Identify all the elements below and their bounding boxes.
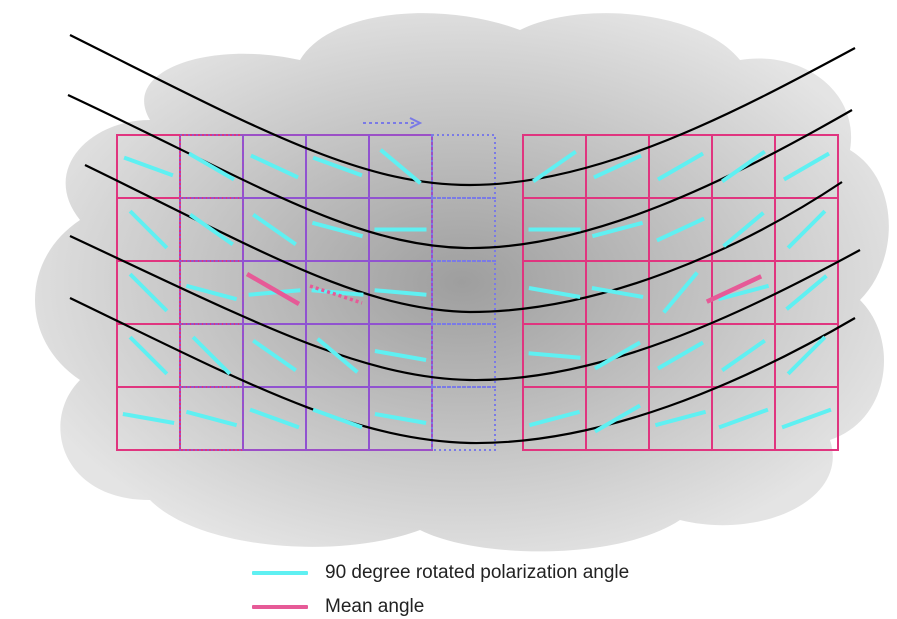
- right-polarization-vector: [785, 274, 828, 311]
- right-polarization-vector: [782, 151, 831, 182]
- left-polarization-vector: [128, 209, 169, 250]
- left-polarization-vector: [122, 412, 175, 425]
- mean-swatch: [252, 605, 308, 609]
- left-polarization-vector: [185, 283, 238, 302]
- right-polarization-vector: [654, 409, 707, 428]
- shifted-window-cell: [431, 197, 496, 262]
- left-polarization-vector: [374, 349, 427, 362]
- right-polarization-vector: [722, 211, 765, 248]
- right-polarization-vector: [656, 340, 705, 371]
- legend-label-polarization: 90 degree rotated polarization angle: [325, 562, 630, 583]
- left-polarization-vector: [128, 335, 169, 376]
- right-grid-panel: [522, 134, 839, 451]
- left-polarization-vector: [374, 412, 427, 425]
- legend-item-mean: Mean angle: [252, 596, 772, 618]
- left-polarization-vector: [191, 335, 232, 376]
- shifted-window-cell: [431, 260, 496, 325]
- left-mean-vector: [245, 272, 301, 306]
- right-mean-vector: [705, 274, 763, 304]
- left-polarization-vector: [128, 272, 169, 313]
- legend-label-mean: Mean angle: [325, 596, 425, 617]
- window-cell: [179, 260, 244, 325]
- right-grid-cell: [774, 386, 839, 451]
- right-polarization-vector: [786, 335, 827, 376]
- left-polarization-vector: [312, 407, 363, 430]
- right-polarization-vector: [593, 153, 642, 180]
- left-polarization-vector: [311, 288, 364, 297]
- shifted-window-cell: [431, 386, 496, 451]
- left-polarization-vector: [252, 212, 297, 247]
- molecular-cloud: [35, 13, 889, 552]
- right-polarization-vector: [781, 407, 832, 430]
- left-polarization-vector: [249, 407, 300, 430]
- left-polarization-vector: [123, 155, 174, 178]
- right-polarization-vector: [656, 151, 705, 182]
- left-polarization-vector: [185, 409, 238, 428]
- right-polarization-vector: [786, 209, 827, 250]
- left-polarization-vector: [316, 337, 359, 374]
- left-polarization-vector: [248, 288, 301, 297]
- shift-arrow-head: [409, 117, 423, 129]
- right-polarization-vector: [528, 351, 581, 360]
- left-polarization-vector: [312, 155, 363, 178]
- window-cell: [179, 197, 244, 262]
- polarization-vectors: [122, 148, 832, 434]
- right-polarization-vector: [721, 338, 766, 373]
- left-polarization-vector: [250, 153, 299, 180]
- window-cell: [179, 134, 244, 199]
- left-polarization-vector: [187, 151, 236, 182]
- left-polarization-vector: [311, 220, 364, 239]
- window-cell: [179, 386, 244, 451]
- shifted-window-cell: [431, 323, 496, 388]
- right-polarization-vector: [591, 286, 644, 299]
- shift-arrow: [363, 117, 423, 129]
- right-polarization-vector: [718, 407, 769, 430]
- right-polarization-vector: [593, 340, 642, 371]
- right-polarization-vector: [528, 286, 581, 299]
- right-polarization-vector: [591, 220, 644, 239]
- cloud-shape: [35, 13, 889, 552]
- field-line: [69, 235, 861, 382]
- left-polarization-vector: [189, 212, 234, 247]
- right-polarization-vector: [656, 216, 705, 243]
- right-polarization-vector: [532, 149, 577, 184]
- right-polarization-vector: [662, 271, 699, 314]
- right-polarization-vector: [593, 403, 642, 434]
- field-line: [69, 297, 856, 445]
- field-line: [84, 164, 843, 314]
- left-polarization-vector: [379, 148, 422, 185]
- window-cell: [179, 323, 244, 388]
- left-polarization-vector: [374, 288, 427, 297]
- shifted-window-cell: [431, 134, 496, 199]
- right-polarization-vector: [717, 283, 770, 302]
- field-line: [69, 34, 856, 187]
- polarization-swatch: [252, 571, 308, 575]
- right-polarization-vector: [528, 409, 581, 428]
- right-polarization-vector: [721, 149, 766, 184]
- mean-angle-vectors: [245, 272, 763, 306]
- legend-item-polarization: 90 degree rotated polarization angle: [252, 562, 772, 584]
- left-polarization-vector: [252, 338, 297, 373]
